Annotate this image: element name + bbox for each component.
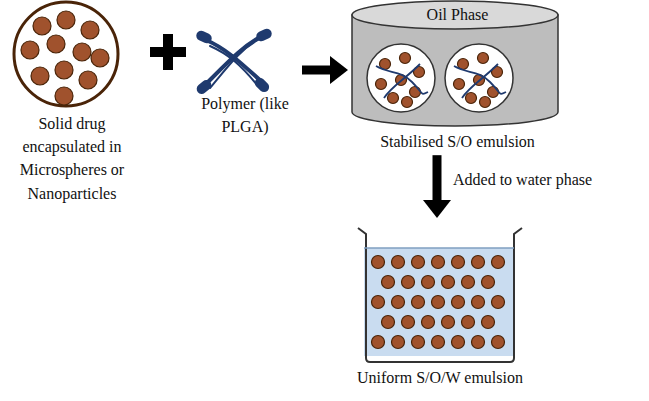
particle bbox=[442, 276, 455, 289]
particle bbox=[382, 316, 395, 329]
particle bbox=[55, 61, 73, 79]
particle bbox=[402, 316, 415, 329]
particle bbox=[482, 316, 495, 329]
particle bbox=[478, 53, 489, 64]
particle bbox=[410, 87, 421, 98]
particle bbox=[432, 336, 445, 349]
particle bbox=[392, 256, 405, 269]
polymer-icon bbox=[206, 36, 262, 88]
particle bbox=[47, 35, 65, 53]
particle bbox=[422, 316, 435, 329]
particle bbox=[55, 87, 73, 105]
figure-node: Oil PhaseStabilised S/O emulsion bbox=[350, 0, 565, 153]
caption: Polymer (like PLGA) bbox=[190, 92, 300, 138]
water-surface bbox=[364, 247, 514, 249]
particle bbox=[472, 256, 485, 269]
caption: Stabilised S/O emulsion bbox=[350, 130, 565, 153]
emulsion-droplet bbox=[367, 44, 435, 112]
flow-arrow bbox=[302, 56, 348, 84]
particle bbox=[31, 67, 49, 85]
particle bbox=[91, 49, 109, 67]
particle bbox=[492, 296, 505, 309]
flow-arrow bbox=[423, 155, 451, 218]
particle bbox=[376, 79, 387, 90]
polymer-end-caps bbox=[195, 27, 274, 96]
particle bbox=[452, 296, 465, 309]
particle bbox=[492, 256, 505, 269]
particle bbox=[400, 53, 411, 64]
particle bbox=[442, 316, 455, 329]
particle bbox=[432, 296, 445, 309]
particle bbox=[372, 296, 385, 309]
particle bbox=[372, 336, 385, 349]
particle bbox=[372, 256, 385, 269]
particle bbox=[392, 296, 405, 309]
particle bbox=[454, 79, 465, 90]
particle bbox=[73, 43, 91, 61]
drug-particles bbox=[376, 53, 503, 108]
microsphere bbox=[14, 2, 118, 106]
figure-node: Polymer (like PLGA) bbox=[190, 26, 300, 138]
particle bbox=[392, 336, 405, 349]
particle bbox=[462, 276, 475, 289]
particle bbox=[480, 97, 491, 108]
particle bbox=[472, 336, 485, 349]
particle bbox=[452, 336, 465, 349]
particle bbox=[482, 276, 495, 289]
particle bbox=[492, 336, 505, 349]
particle bbox=[422, 276, 435, 289]
particle bbox=[33, 17, 51, 35]
drug-particles bbox=[21, 11, 109, 105]
particle bbox=[472, 296, 485, 309]
water-phase bbox=[364, 248, 514, 356]
particle bbox=[452, 256, 465, 269]
caption: Uniform S/O/W emulsion bbox=[350, 366, 530, 389]
particle bbox=[488, 87, 499, 98]
particle bbox=[402, 97, 413, 108]
particle bbox=[412, 296, 425, 309]
particle bbox=[466, 93, 477, 104]
caption: Solid drug encapsulated in Microspheres … bbox=[2, 112, 142, 205]
emulsion-droplets bbox=[372, 256, 505, 349]
particle bbox=[81, 21, 99, 39]
polymer-chains bbox=[376, 64, 506, 98]
particle bbox=[402, 276, 415, 289]
particle bbox=[21, 41, 39, 59]
figure-node: Solid drug encapsulated in Microspheres … bbox=[2, 0, 142, 205]
figure-node: Uniform S/O/W emulsion bbox=[350, 220, 530, 389]
particle bbox=[462, 316, 475, 329]
particle bbox=[432, 256, 445, 269]
particle bbox=[57, 11, 75, 29]
particle bbox=[388, 93, 399, 104]
edge-label: Added to water phase bbox=[451, 170, 594, 191]
beaker bbox=[358, 228, 522, 362]
particle bbox=[382, 276, 395, 289]
phase-label: Oil Phase bbox=[350, 3, 565, 26]
particle bbox=[412, 256, 425, 269]
oil-cylinder bbox=[352, 15, 558, 126]
particle bbox=[79, 71, 97, 89]
plus-sign bbox=[163, 34, 173, 70]
emulsion-droplet bbox=[445, 44, 513, 112]
particle bbox=[412, 336, 425, 349]
